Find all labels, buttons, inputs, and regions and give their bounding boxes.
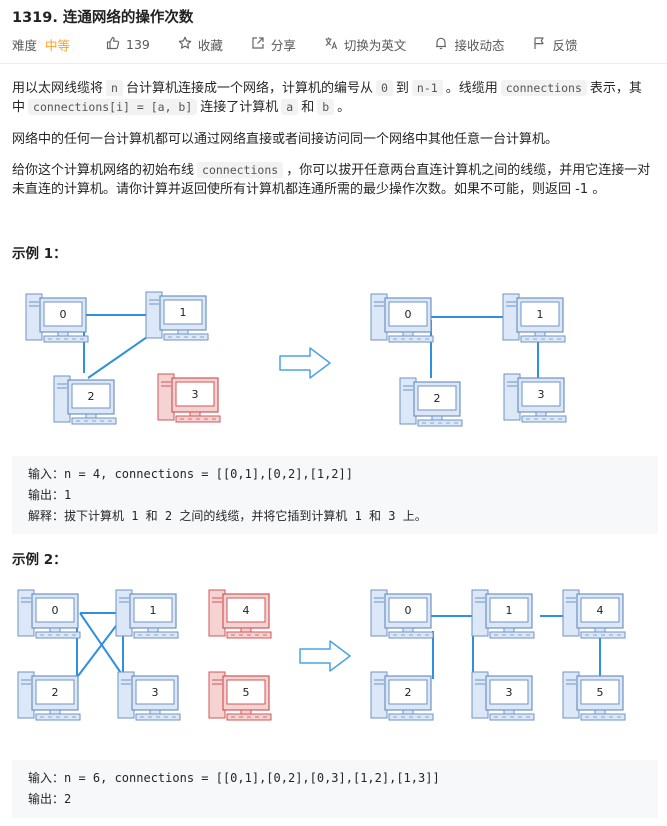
ex1-after-computer-1: 1 [502, 293, 566, 343]
favorite-label: 收藏 [197, 38, 223, 53]
notify-label: 接收动态 [454, 38, 505, 53]
example-1-code-block: 输入：n = 4, connections = [[0,1],[0,2],[1,… [12, 456, 658, 534]
ex1-after-computer-2: 2 [399, 377, 463, 427]
ex2-after-computer-0: 0 [370, 589, 434, 639]
example-1-title: 示例 1： [12, 246, 67, 262]
example-2-figure: 0 1 2 3 4 5 0 1 2 3 4 5 [17, 589, 626, 721]
ex2-after-computer-1: 1 [471, 589, 535, 639]
ex2-after-computer-5-label: 5 [597, 686, 604, 699]
ex2-after-computer-2: 2 [370, 671, 434, 721]
ex1-before-computer-1: 1 [145, 291, 209, 341]
ex1-before-computer-3-label: 3 [192, 388, 199, 401]
ex1-after-computer-3: 3 [503, 373, 567, 423]
example-1-explanation: 解释：拔下计算机 1 和 2 之间的线缆，并将它插到计算机 1 和 3 上。 [28, 509, 427, 523]
example-2-title: 示例 2： [12, 552, 67, 568]
ex1-before-computer-2: 2 [53, 375, 117, 425]
ex2-before-computer-2-label: 2 [52, 686, 59, 699]
share-icon [251, 36, 265, 54]
ex1-before-computer-3: 3 [157, 373, 221, 423]
like-count: 139 [126, 37, 150, 52]
switch-language-label: 切换为英文 [343, 38, 407, 53]
feedback-button[interactable]: 反馈 [532, 35, 577, 54]
ex1-before-computer-0-label: 0 [60, 308, 67, 321]
ex1-after-computer-1-label: 1 [537, 308, 544, 321]
problem-meta-bar: 难度 中等 139 收藏 分享 切换为英文 [12, 35, 605, 54]
ex2-before-computer-0: 0 [17, 589, 81, 639]
ex2-before-computer-1: 1 [115, 589, 179, 639]
ex2-before-computer-3-label: 3 [152, 686, 159, 699]
ex1-before-computer-2-label: 2 [88, 390, 95, 403]
header-divider [0, 63, 667, 64]
ex1-after-computer-0: 0 [370, 293, 434, 343]
ex2-after-computer-0-label: 0 [405, 604, 412, 617]
problem-title: 1319. 连通网络的操作次数 [12, 10, 194, 26]
switch-language-button[interactable]: 切换为英文 [324, 35, 407, 54]
difficulty-badge: 中等 [45, 38, 71, 53]
share-label: 分享 [270, 38, 296, 53]
notify-button[interactable]: 接收动态 [434, 35, 504, 54]
ex2-before-computer-4: 4 [208, 589, 272, 639]
thumbs-up-icon [106, 36, 120, 54]
example-2-input: 输入：n = 6, connections = [[0,1],[0,2],[0,… [28, 771, 440, 785]
difficulty-label: 难度 [12, 38, 38, 53]
star-icon [178, 36, 192, 54]
ex2-before-computer-5: 5 [208, 671, 272, 721]
example-2-output: 输出：2 [28, 792, 72, 806]
like-button[interactable]: 139 [106, 36, 150, 54]
example-1-output: 输出：1 [28, 488, 72, 502]
ex2-before-computer-2: 2 [17, 671, 81, 721]
ex2-after-computer-3-label: 3 [506, 686, 513, 699]
ex2-arrow-icon [299, 640, 351, 672]
example-1-input: 输入：n = 4, connections = [[0,1],[0,2],[1,… [28, 467, 353, 481]
ex1-arrow-icon [279, 347, 331, 379]
ex1-after-computer-0-label: 0 [405, 308, 412, 321]
description-paragraph-2: 网络中的任何一台计算机都可以通过网络直接或者间接访问同一个网络中其他任意一台计算… [12, 132, 559, 147]
ex2-after-computer-3: 3 [471, 671, 535, 721]
example-1-figure: 0 1 2 3 0 1 2 3 [25, 291, 567, 427]
example-2-code-block: 输入：n = 6, connections = [[0,1],[0,2],[0,… [12, 760, 658, 818]
ex2-before-computer-1-label: 1 [150, 604, 157, 617]
ex2-before-wire-0-3 [79, 612, 126, 680]
ex2-after-computer-4-label: 4 [597, 604, 604, 617]
ex2-after-computer-2-label: 2 [405, 686, 412, 699]
flag-icon [532, 36, 546, 54]
feedback-label: 反馈 [552, 38, 578, 53]
ex2-before-computer-3: 3 [117, 671, 181, 721]
ex2-before-computer-4-label: 4 [243, 604, 250, 617]
ex2-after-computer-1-label: 1 [506, 604, 513, 617]
ex2-after-computer-4: 4 [562, 589, 626, 639]
favorite-button[interactable]: 收藏 [178, 35, 223, 54]
ex2-before-computer-5-label: 5 [243, 686, 250, 699]
ex1-after-computer-3-label: 3 [538, 388, 545, 401]
ex1-before-computer-1-label: 1 [180, 306, 187, 319]
translate-icon [324, 36, 338, 54]
ex2-before-computer-0-label: 0 [52, 604, 59, 617]
share-button[interactable]: 分享 [251, 35, 296, 54]
ex1-after-computer-2-label: 2 [434, 392, 441, 405]
ex2-after-computer-5: 5 [562, 671, 626, 721]
bell-icon [434, 36, 448, 54]
ex1-before-computer-0: 0 [25, 293, 89, 343]
